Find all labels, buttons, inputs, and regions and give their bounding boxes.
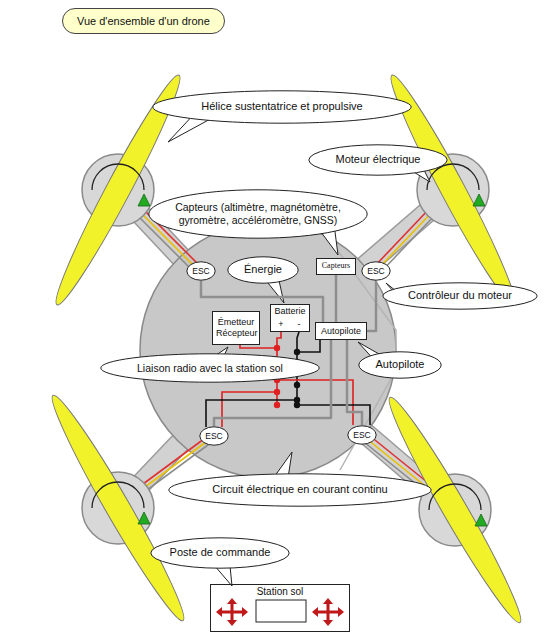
rotation-arrowhead: [138, 512, 150, 524]
esc-unit: ESC: [186, 261, 216, 281]
joystick-arrows: [338, 607, 344, 617]
joystick-arrows: [216, 607, 222, 617]
rotation-arrow: [92, 164, 144, 190]
signal-bundle: [335, 275, 338, 323]
bubble-outline: [200, 427, 228, 445]
bubble-outline: [348, 426, 376, 444]
bubble-outline: [309, 145, 447, 175]
propeller-blade: [43, 389, 194, 626]
power-bus: [297, 405, 370, 425]
node-text: Énergie: [244, 263, 282, 276]
node-text: ESC: [367, 266, 384, 276]
node-text: Autopilote: [321, 326, 361, 337]
callout-bubble: Hélice sustentatrice et propulsive: [152, 90, 412, 124]
node-text: Moteur électrique: [336, 153, 421, 166]
rotation-arrowhead: [138, 194, 150, 206]
bubble-outline: [151, 538, 289, 568]
bubble-outline: [359, 352, 441, 378]
node-text: Station sol: [257, 586, 304, 598]
bus-dot: [274, 345, 280, 351]
terminal-sign: -: [294, 319, 304, 329]
callout-bubble: Capteurs (altimètre, magnétomètre, gyrom…: [148, 189, 368, 239]
sensor-box: Capteurs: [316, 258, 356, 275]
callout-bubble: Autopilote: [358, 351, 442, 379]
callout-bubble: Liaison radio avec la station sol: [100, 353, 320, 383]
bubble-outline: [362, 262, 390, 280]
callout-tail: [168, 112, 430, 586]
diagram-title: Vue d'ensemble d'un drone: [62, 8, 225, 34]
signal-bundle: [214, 340, 331, 426]
rotation-arrow: [92, 482, 144, 508]
node-text: Circuit électrique en courant continu: [212, 483, 387, 496]
node-text: Autopilote: [376, 358, 425, 371]
arm-beam: [118, 190, 455, 510]
joystick-arrows: [216, 598, 344, 626]
battery-box: Batterie: [270, 304, 310, 332]
power-bus: [206, 400, 297, 427]
esc-unit: ESC: [361, 261, 391, 281]
joystick-arrows: [312, 607, 318, 617]
joystick-arrows: [242, 607, 248, 617]
node-text: Batterie: [274, 306, 305, 317]
joystick-arrows: [323, 598, 333, 604]
ground-station-panel: [210, 584, 350, 632]
power-bus: [222, 392, 277, 427]
rotation-arrow: [92, 164, 481, 510]
ground-station: Station sol: [210, 584, 350, 632]
callout-bubble: Énergie: [227, 256, 299, 284]
drone-body: [140, 222, 396, 478]
motor-wire: [115, 187, 458, 513]
propeller-blade: [380, 391, 531, 628]
node-text: ESC: [205, 431, 222, 441]
ground-station-panel: [210, 584, 350, 632]
esc-unit: ESC: [199, 426, 229, 446]
radio-box: Émetteur Récepteur: [212, 311, 260, 345]
joystick-arrows: [227, 620, 237, 626]
bubble-outline: [228, 257, 298, 283]
bubble-outline: [149, 190, 367, 238]
power-bus: [240, 345, 277, 348]
ground-station-panel: [256, 600, 306, 622]
bubble-outline: [153, 91, 411, 123]
bubble-outline: [101, 354, 319, 382]
joystick-arrows: [227, 598, 237, 604]
node-text: Contrôleur du moteur: [408, 289, 512, 302]
autopilot-box: Autopilote: [315, 322, 367, 340]
bubble-outline: [383, 283, 537, 309]
node-text: ESC: [353, 430, 370, 440]
rotation-arrowhead: [473, 194, 485, 206]
callout-bubble: Contrôleur du moteur: [382, 282, 538, 310]
rotation-arrow: [429, 484, 481, 510]
callout-bubble: Moteur électrique: [308, 144, 448, 176]
node-text: Hélice sustentatrice et propulsive: [201, 100, 362, 113]
node-text: Émetteur Récepteur: [216, 317, 256, 339]
esc-unit: ESC: [347, 425, 377, 445]
drone-body: [140, 222, 396, 478]
callout-bubble: Poste de commande: [150, 537, 290, 569]
bus-dot: [294, 402, 300, 408]
bus-dot: [294, 349, 300, 355]
node-text: Liaison radio avec la station sol: [137, 362, 283, 375]
signal-bundle: [347, 340, 362, 425]
node-text: ESC: [192, 266, 209, 276]
joystick-arrows: [323, 620, 333, 626]
node-text: Poste de commande: [170, 546, 271, 559]
terminal-sign: +: [276, 319, 286, 329]
bubble-outline: [169, 474, 431, 506]
bus-dot: [294, 382, 300, 388]
propeller-blade: [43, 70, 531, 629]
bus-dot: [274, 402, 280, 408]
bus-dot: [274, 389, 280, 395]
power-bus: [297, 340, 320, 352]
node-text: Capteurs (altimètre, magnétomètre, gyrom…: [174, 201, 342, 226]
callout-bubble: Circuit électrique en courant continu: [168, 473, 432, 507]
bubble-outline: [187, 262, 215, 280]
node-text: Capteurs: [322, 261, 350, 271]
electric-motor: [82, 154, 491, 546]
signal-bundle: [367, 281, 376, 331]
rotation-arrowhead: [475, 514, 487, 526]
